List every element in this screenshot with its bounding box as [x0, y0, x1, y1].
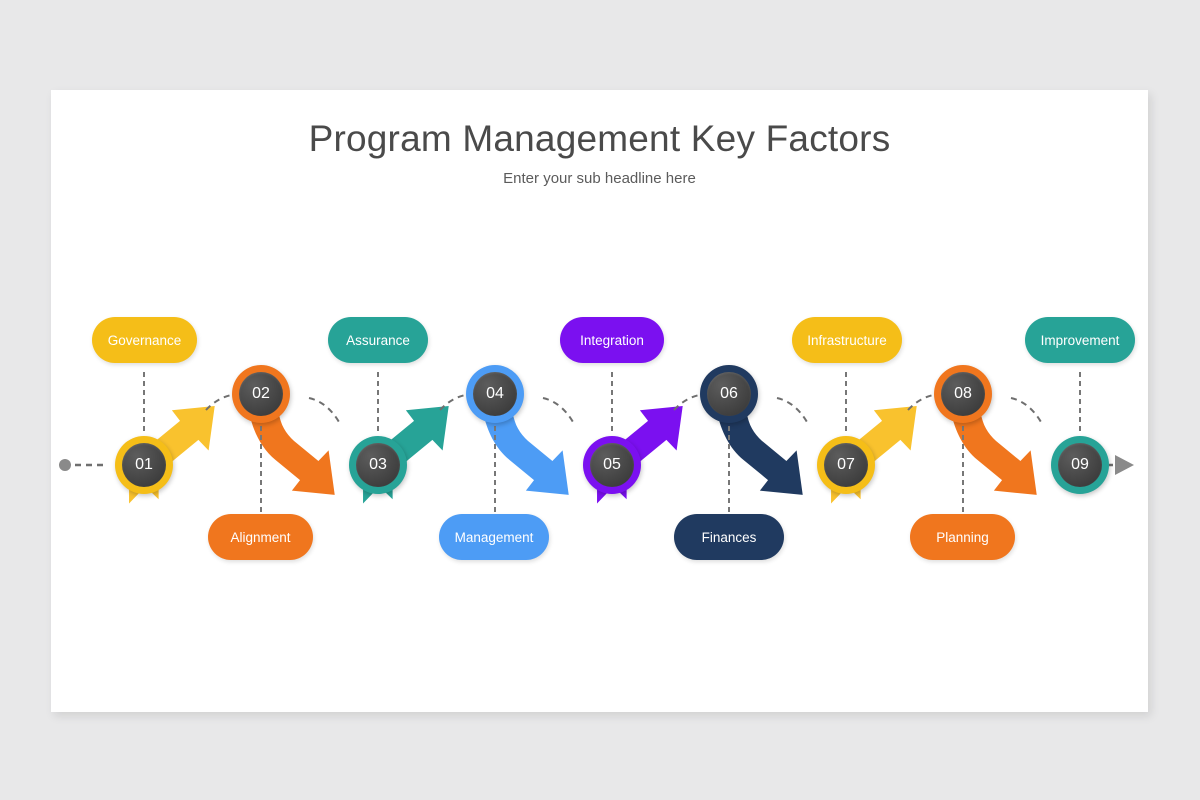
- pill-text: Planning: [936, 529, 989, 545]
- step-node-09[interactable]: 09: [1051, 436, 1109, 494]
- step-node-05[interactable]: 05: [583, 436, 641, 494]
- node-inner: 04: [473, 372, 517, 416]
- node-inner: 06: [707, 372, 751, 416]
- node-hop-connectors: [205, 393, 1042, 423]
- node-number: 02: [252, 385, 270, 402]
- step-label-improvement[interactable]: Improvement: [1025, 317, 1135, 363]
- node-inner: 01: [122, 443, 166, 487]
- node-inner: 02: [239, 372, 283, 416]
- step-node-01[interactable]: 01: [115, 436, 173, 494]
- node-inner: 07: [824, 443, 868, 487]
- step-label-integration[interactable]: Integration: [560, 317, 664, 363]
- step-node-06[interactable]: 06: [700, 365, 758, 423]
- step-label-management[interactable]: Management: [439, 514, 549, 560]
- step-node-07[interactable]: 07: [817, 436, 875, 494]
- node-number: 06: [720, 385, 738, 402]
- pill-text: Improvement: [1040, 332, 1120, 348]
- page-subtitle: Enter your sub headline here: [503, 170, 696, 187]
- pill-text: Alignment: [230, 529, 291, 545]
- step-label-finances[interactable]: Finances: [674, 514, 784, 560]
- process-flow-diagram: Governance Assurance Integration Infrast…: [51, 90, 1148, 712]
- step-label-planning[interactable]: Planning: [910, 514, 1015, 560]
- pill-text: Infrastructure: [807, 332, 887, 348]
- node-number: 03: [369, 456, 387, 473]
- node-inner: 08: [941, 372, 985, 416]
- node-inner: 09: [1058, 443, 1102, 487]
- pill-text: Management: [454, 529, 534, 545]
- step-label-governance[interactable]: Governance: [92, 317, 197, 363]
- pill-text: Governance: [107, 332, 182, 348]
- node-number: 09: [1071, 456, 1089, 473]
- step-node-04[interactable]: 04: [466, 365, 524, 423]
- node-number: 05: [603, 456, 621, 473]
- pill-text: Assurance: [346, 332, 410, 348]
- step-label-infrastructure[interactable]: Infrastructure: [792, 317, 902, 363]
- node-number: 08: [954, 385, 972, 402]
- slide-card: Program Management Key Factors Enter you…: [51, 90, 1148, 712]
- step-node-08[interactable]: 08: [934, 365, 992, 423]
- pill-text: Integration: [580, 332, 644, 348]
- step-node-03[interactable]: 03: [349, 436, 407, 494]
- page-title: Program Management Key Factors: [308, 118, 891, 159]
- node-number: 01: [135, 456, 153, 473]
- step-label-alignment[interactable]: Alignment: [208, 514, 313, 560]
- pill-text: Finances: [701, 529, 757, 545]
- node-inner: 05: [590, 443, 634, 487]
- step-node-02[interactable]: 02: [232, 365, 290, 423]
- node-number: 07: [837, 456, 855, 473]
- start-marker: [59, 459, 107, 471]
- node-number: 04: [486, 385, 504, 402]
- label-stem-connectors: [143, 372, 1081, 515]
- node-inner: 03: [356, 443, 400, 487]
- step-label-assurance[interactable]: Assurance: [328, 317, 428, 363]
